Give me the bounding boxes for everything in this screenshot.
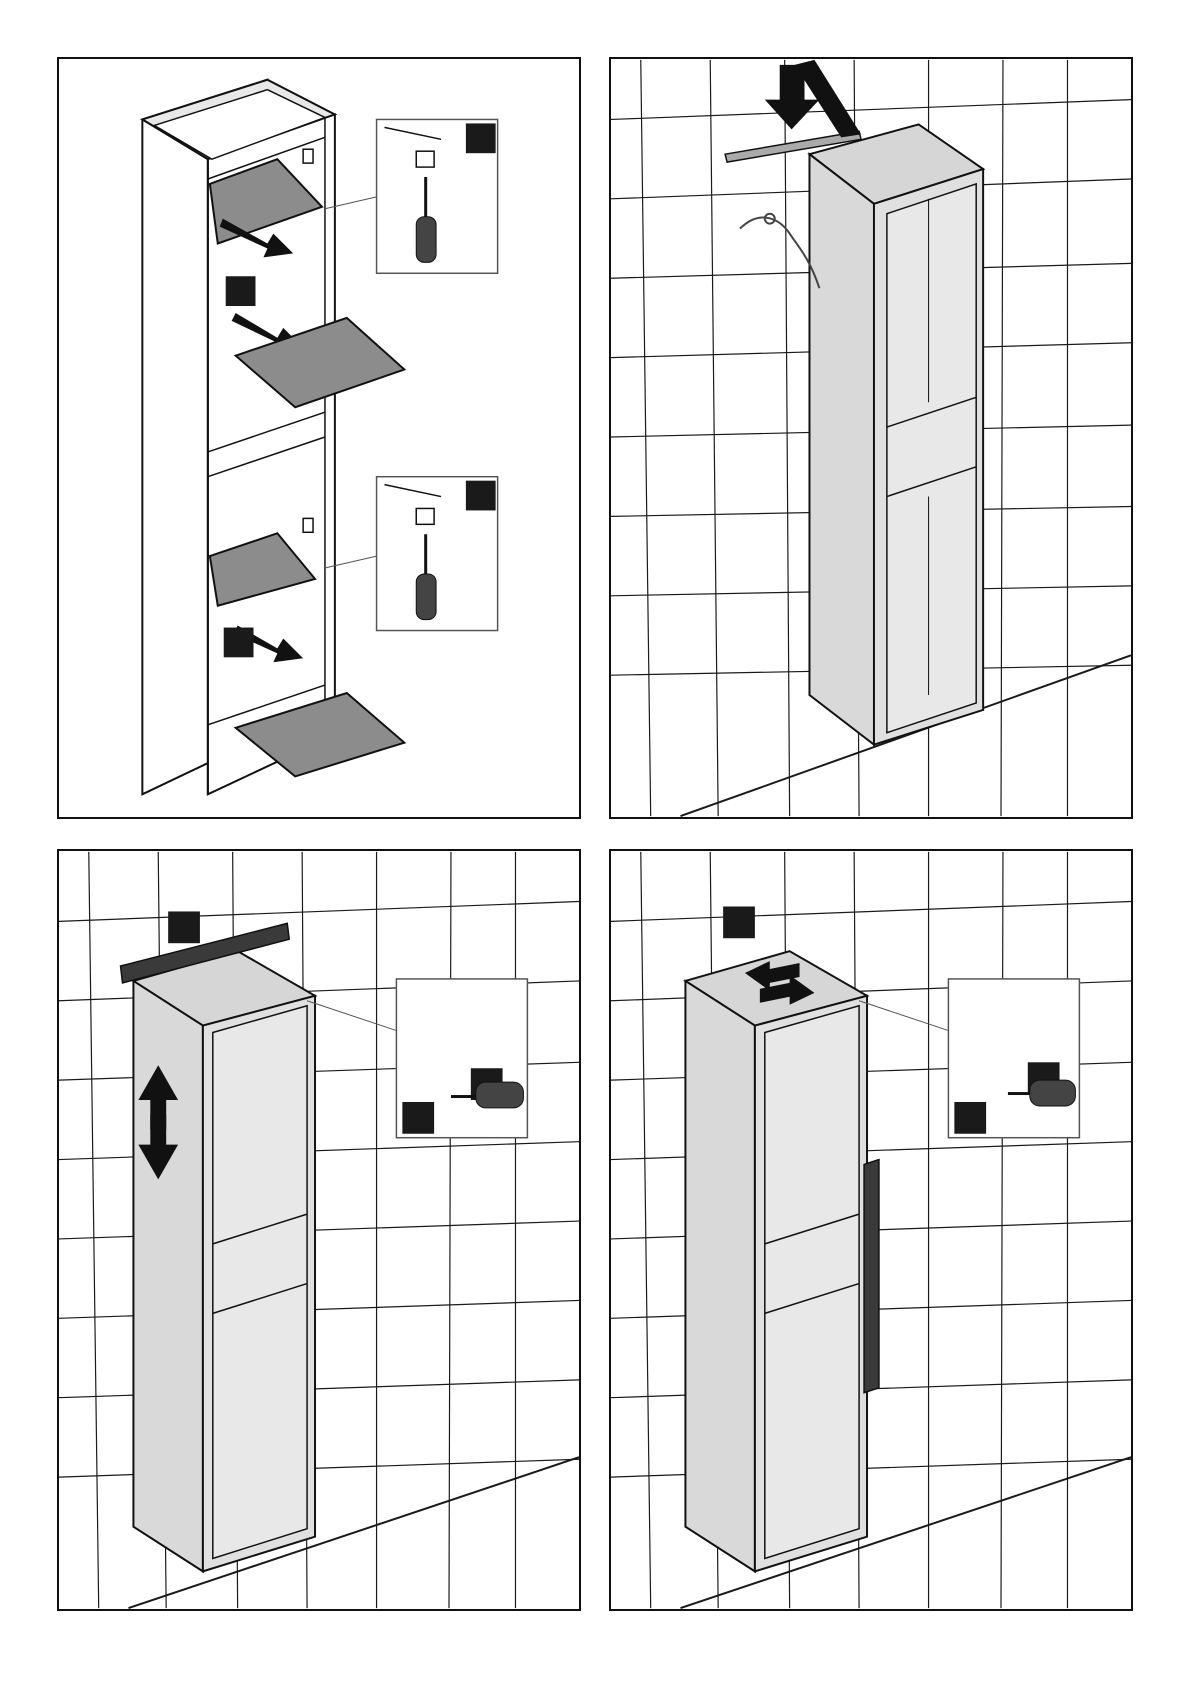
step-badge [168, 911, 200, 943]
step-badge [226, 276, 256, 306]
level-tool-icon [864, 1160, 879, 1393]
level-vertical-illustration [611, 851, 1131, 1609]
step-badge [466, 481, 496, 511]
step-hang-cabinet-panel [609, 57, 1133, 819]
level-horizontal-illustration [59, 851, 579, 1609]
step-badge [954, 1102, 986, 1134]
detail-inset [307, 979, 527, 1138]
hang-cabinet-illustration [611, 59, 1131, 817]
step-badge [723, 906, 755, 938]
detail-inset-bottom [325, 477, 498, 631]
detail-inset [859, 979, 1079, 1138]
cable-icon [740, 214, 819, 288]
step-badge [466, 123, 496, 153]
step-badge [402, 1102, 434, 1134]
remove-shelves-illustration [59, 59, 579, 817]
cabinet-drawing [685, 951, 867, 1571]
step-level-horizontal-panel [57, 849, 581, 1611]
step-level-vertical-panel [609, 849, 1133, 1611]
detail-inset-top [325, 119, 498, 273]
arrow-icon [765, 60, 861, 137]
cabinet-drawing [133, 951, 315, 1571]
step-remove-shelves-panel [57, 57, 581, 819]
cabinet-drawing [809, 124, 983, 744]
step-badge [224, 628, 254, 658]
